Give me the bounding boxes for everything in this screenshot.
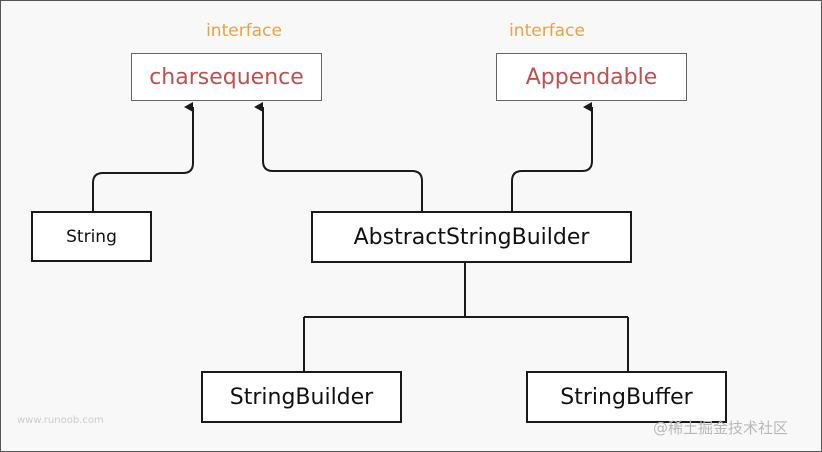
class-string: String <box>31 211 152 262</box>
watermark-runoob: www.runoob.com <box>17 415 104 426</box>
class-string-buffer: StringBuffer <box>526 371 727 423</box>
class-name: String <box>66 226 117 247</box>
watermark-juejin: @稀土掘金技术社区 <box>653 419 789 437</box>
interface-name: Appendable <box>525 64 658 90</box>
class-string-builder: StringBuilder <box>201 371 402 423</box>
interface-name: charsequence <box>149 64 304 90</box>
edge-string-to-charsequence <box>92 102 194 211</box>
class-name: StringBuffer <box>560 384 693 410</box>
class-name: StringBuilder <box>229 384 374 410</box>
interface-appendable: Appendable <box>496 53 687 101</box>
edge-abstract-to-subclasses <box>303 263 629 371</box>
stereotype-label: interface <box>206 21 282 41</box>
class-abstract-string-builder: AbstractStringBuilder <box>311 211 632 263</box>
edge-abstract-to-appendable <box>511 102 593 211</box>
class-name: AbstractStringBuilder <box>353 224 590 250</box>
interface-charsequence: charsequence <box>131 53 322 101</box>
stereotype-label: interface <box>509 21 585 41</box>
edge-abstract-to-charsequence <box>254 102 423 211</box>
